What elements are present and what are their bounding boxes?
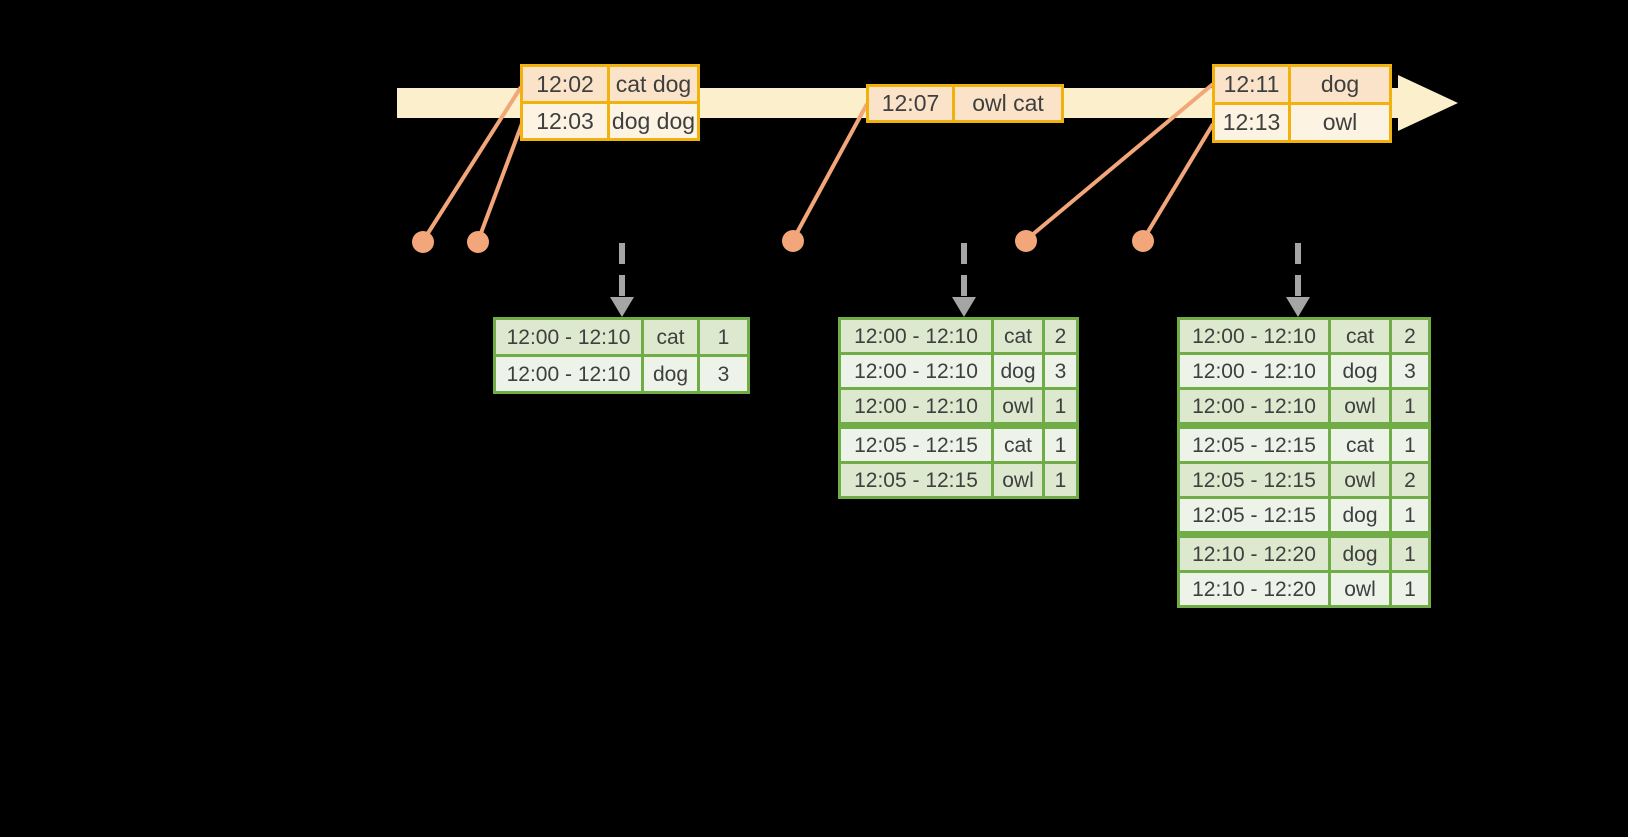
word-cell: owl [1331, 573, 1392, 605]
window-cell: 12:00 - 12:10 [841, 355, 994, 387]
word-cell: owl [1291, 105, 1389, 140]
window-cell: 12:05 - 12:15 [1180, 464, 1331, 496]
emit-arrow-icon-1 [610, 243, 634, 317]
word-cell: dog [644, 357, 700, 391]
word-cell: cat [644, 320, 700, 354]
window-cell: 12:00 - 12:10 [496, 357, 644, 391]
count-cell: 1 [700, 320, 747, 354]
emit-arrow-icon-3 [1286, 243, 1310, 317]
window-cell: 12:10 - 12:20 [1180, 538, 1331, 570]
count-cell: 2 [1392, 464, 1428, 496]
window-cell: 12:05 - 12:15 [1180, 499, 1331, 531]
word-cell: owl cat [955, 87, 1061, 120]
word-cell: dog [1331, 538, 1392, 570]
word-cell: dog [1331, 499, 1392, 531]
word-cell: cat [994, 320, 1045, 352]
timeline-arrow-head-icon [1398, 75, 1458, 131]
count-cell: 1 [1045, 429, 1076, 461]
word-cell: dog [1331, 355, 1392, 387]
window-cell: 12:00 - 12:10 [1180, 355, 1331, 387]
count-cell: 1 [1392, 538, 1428, 570]
count-cell: 3 [700, 357, 747, 391]
word-cell: cat [1331, 429, 1392, 461]
count-cell: 1 [1045, 390, 1076, 422]
event-connector-line-2 [476, 120, 525, 242]
word-cell: cat dog [610, 67, 697, 101]
window-cell: 12:05 - 12:15 [841, 464, 994, 496]
window-cell: 12:05 - 12:15 [1180, 429, 1331, 461]
event-dot-icon-1 [412, 231, 434, 253]
event-connector-line-4 [1024, 82, 1215, 242]
window-cell: 12:00 - 12:10 [1180, 320, 1331, 352]
window-cell: 12:00 - 12:10 [1180, 390, 1331, 422]
word-cell: dog [1291, 67, 1389, 102]
event-dot-icon-2 [467, 231, 489, 253]
count-cell: 2 [1045, 320, 1076, 352]
window-cell: 12:00 - 12:10 [841, 390, 994, 422]
count-cell: 3 [1045, 355, 1076, 387]
word-cell: owl [994, 390, 1045, 422]
word-cell: dog [994, 355, 1045, 387]
window-cell: 12:00 - 12:10 [841, 320, 994, 352]
count-cell: 1 [1392, 573, 1428, 605]
word-cell: cat [994, 429, 1045, 461]
count-cell: 3 [1392, 355, 1428, 387]
event-dot-icon-5 [1132, 230, 1154, 252]
word-cell: owl [994, 464, 1045, 496]
emit-arrow-icon-2 [952, 243, 976, 317]
event-connector-line-3 [791, 103, 869, 241]
word-cell: owl [1331, 464, 1392, 496]
word-cell: dog dog [610, 104, 697, 138]
count-cell: 2 [1392, 320, 1428, 352]
window-cell: 12:10 - 12:20 [1180, 573, 1331, 605]
event-connector-line-5 [1141, 122, 1215, 242]
event-dot-icon-4 [1015, 230, 1037, 252]
word-cell: cat [1331, 320, 1392, 352]
time-cell: 12:07 [869, 87, 955, 120]
window-cell: 12:00 - 12:10 [496, 320, 644, 354]
time-cell: 12:03 [523, 104, 610, 138]
count-cell: 1 [1392, 499, 1428, 531]
count-cell: 1 [1392, 390, 1428, 422]
count-cell: 1 [1045, 464, 1076, 496]
window-cell: 12:05 - 12:15 [841, 429, 994, 461]
time-cell: 12:02 [523, 67, 610, 101]
count-cell: 1 [1392, 429, 1428, 461]
time-cell: 12:11 [1215, 67, 1291, 102]
time-cell: 12:13 [1215, 105, 1291, 140]
event-connector-line-1 [421, 85, 523, 243]
event-dot-icon-3 [782, 230, 804, 252]
word-cell: owl [1331, 390, 1392, 422]
